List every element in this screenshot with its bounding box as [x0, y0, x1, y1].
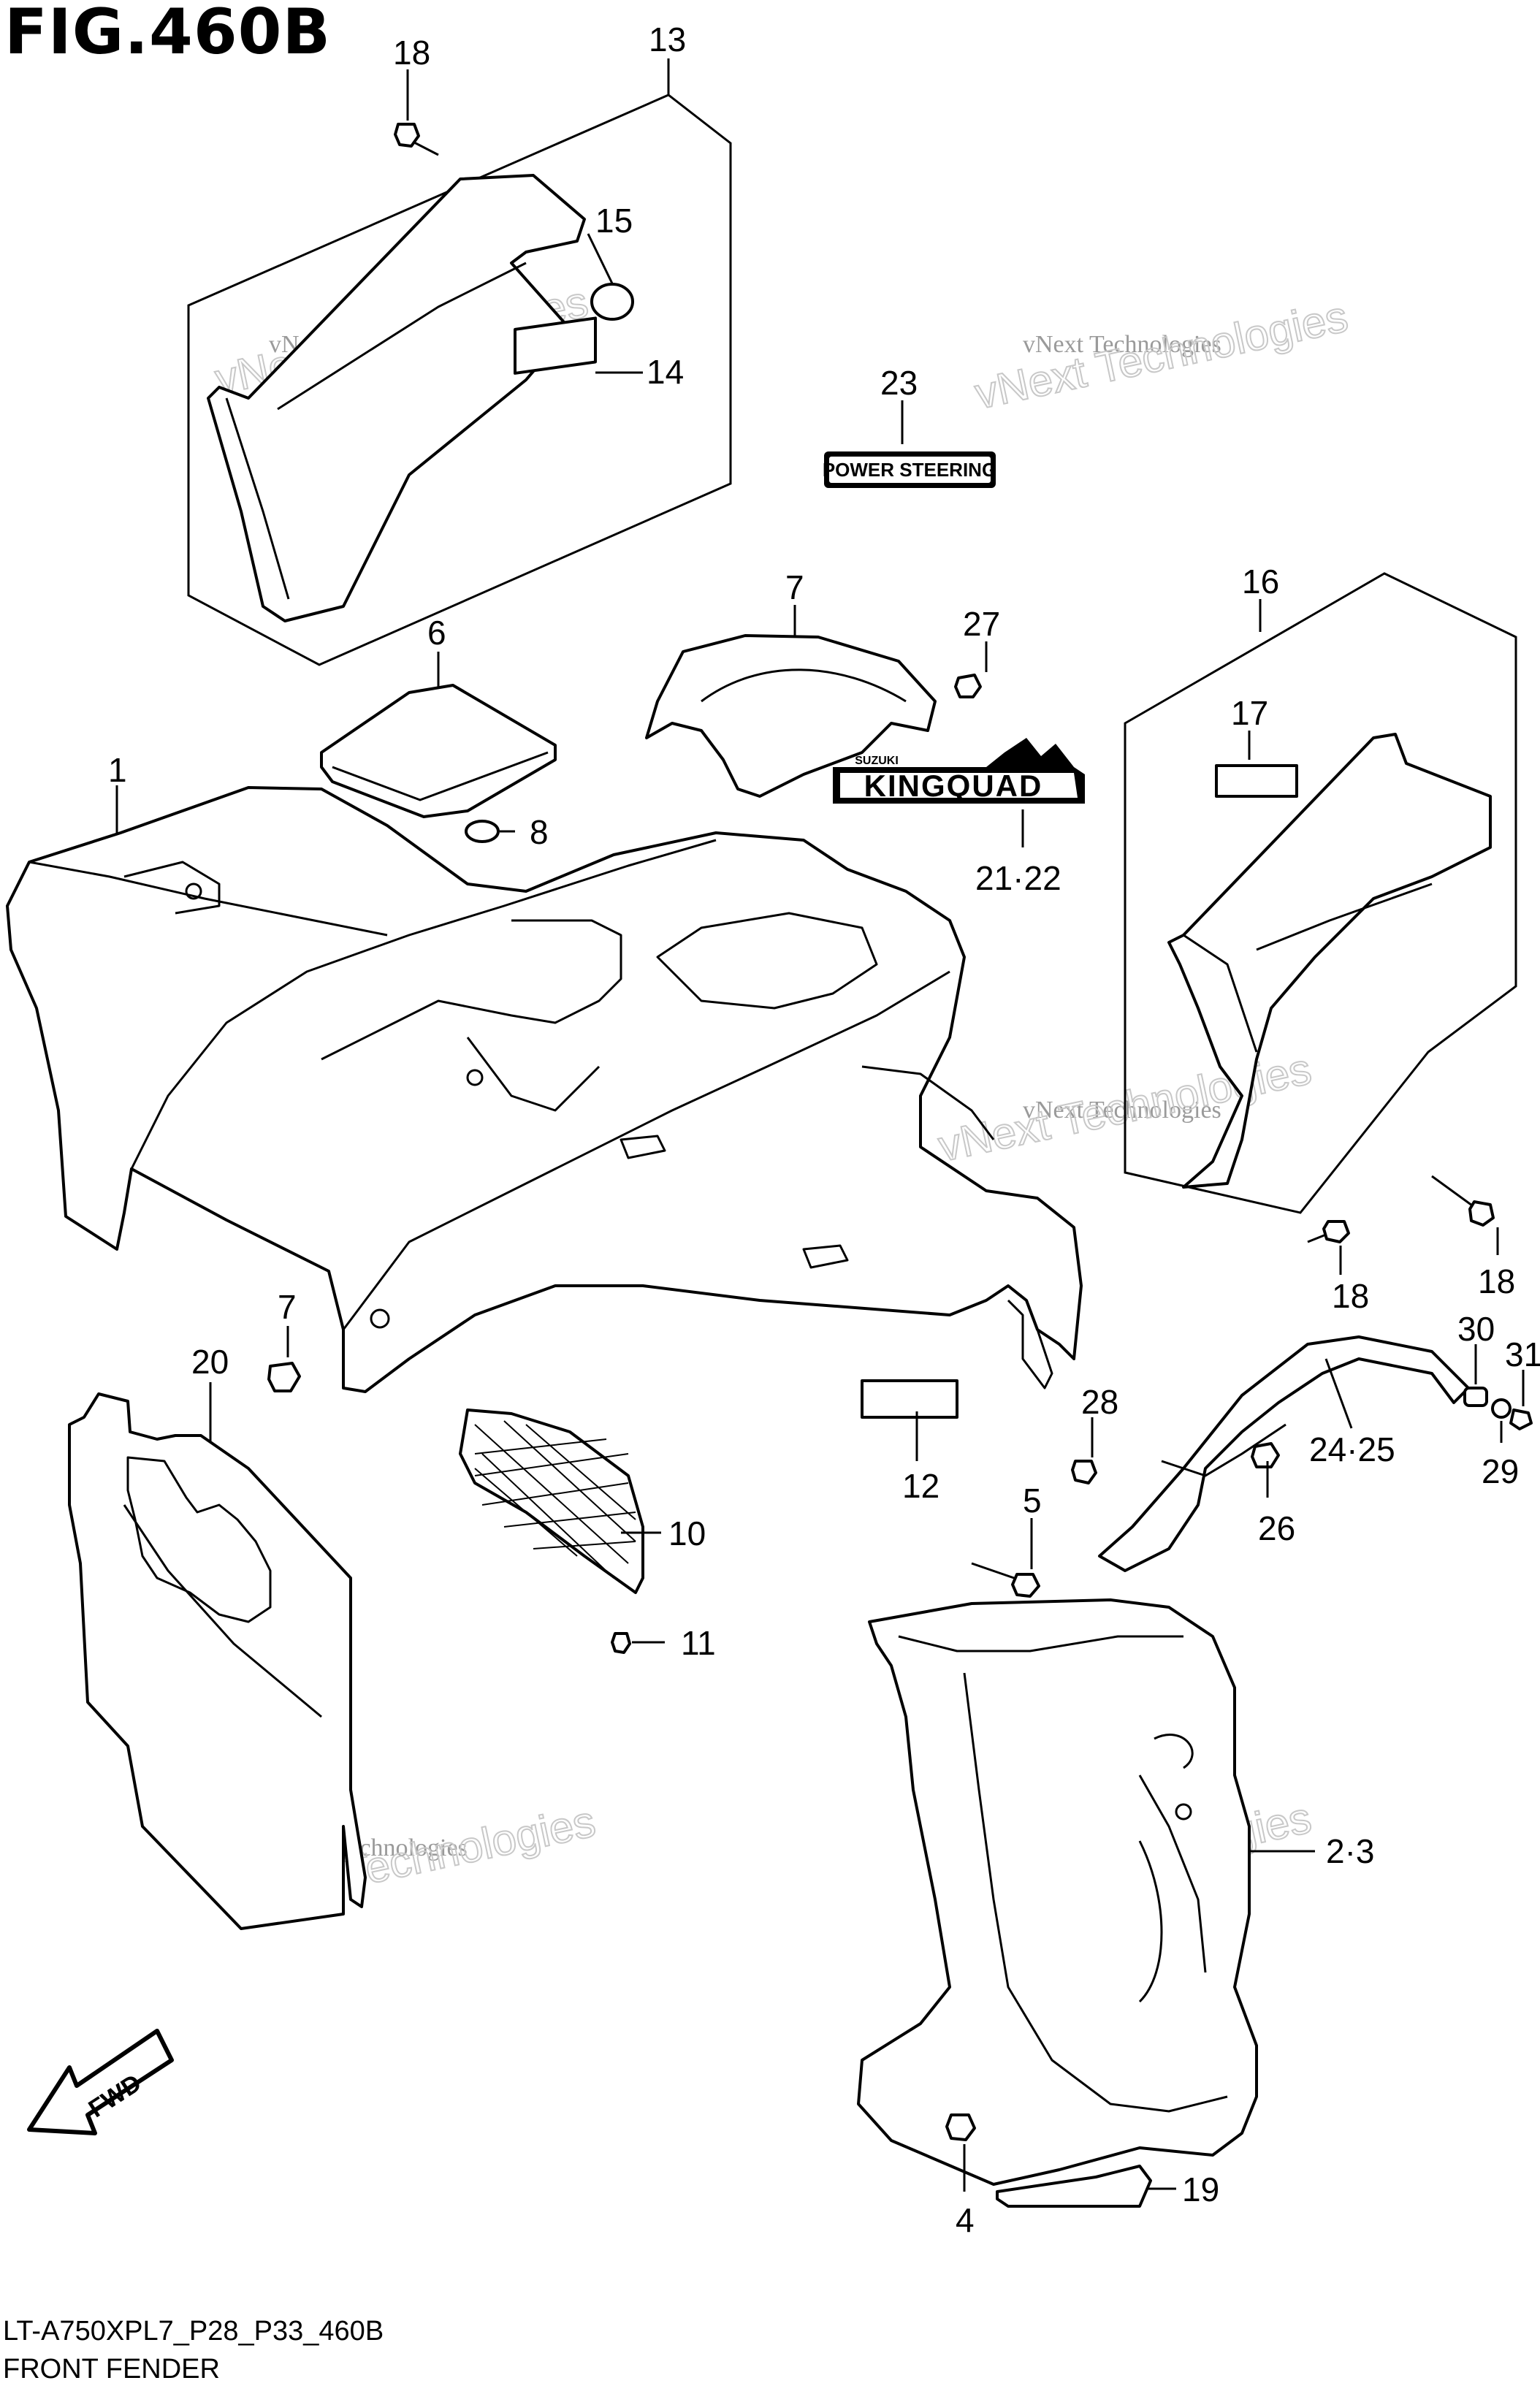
- kingquad-brand: SUZUKI: [855, 755, 899, 767]
- callout-24-25: 24·25: [1309, 1430, 1395, 1468]
- bolt-18-right: [1468, 1200, 1495, 1227]
- callout-18: 18: [393, 34, 430, 72]
- callout-19: 19: [1182, 2170, 1219, 2208]
- callout-10: 10: [668, 1514, 706, 1552]
- callout-8: 7: [278, 1288, 297, 1326]
- sponge-17: [1215, 764, 1298, 798]
- callout-16: 16: [1242, 563, 1279, 601]
- assembly-outline-16: [1124, 572, 1517, 1214]
- callout-14: 14: [647, 353, 684, 391]
- decal-kingquad-21-22: KINGQUAD SUZUKI: [833, 738, 1085, 847]
- callout-27: 27: [963, 605, 1000, 643]
- callout-5: 5: [1023, 1482, 1042, 1520]
- power-steering-label: POWER STEERING: [823, 459, 996, 481]
- figure-title: FIG.460B: [4, 0, 332, 69]
- callout-23: 23: [880, 364, 918, 402]
- collar-30: [1463, 1387, 1488, 1407]
- front-fender-1: [6, 785, 1083, 1393]
- callout-28: 28: [1081, 1383, 1118, 1421]
- bolt-18-top: [394, 123, 420, 148]
- callout-18: 18: [1332, 1277, 1369, 1315]
- bolt-11: [611, 1632, 631, 1654]
- callout-21-22: 21·22: [975, 859, 1061, 897]
- sponge-12: [861, 1379, 958, 1419]
- callout-6: 6: [427, 614, 446, 652]
- washer-29: [1491, 1398, 1512, 1419]
- watermark-small: vNext Technologies: [1023, 331, 1221, 358]
- callout-labels: 18 13 15 14 23 7 27 6 16 17 1 8 21·22 18…: [108, 20, 1540, 2239]
- model-code: LT-A750XPL7_P28_P33_460B: [3, 2316, 384, 2347]
- bolt-26: [1251, 1442, 1280, 1468]
- bolt-18-center: [1322, 1220, 1350, 1243]
- bolt-5: [1011, 1573, 1040, 1598]
- callout-26: 26: [1258, 1509, 1295, 1547]
- kingquad-label: KINGQUAD: [864, 769, 1043, 803]
- bolt-27: [954, 674, 982, 698]
- inner-panel-right: [1167, 733, 1492, 1189]
- callout-17: 17: [1231, 694, 1268, 732]
- callout-9: 8: [530, 813, 549, 851]
- bolt-8: [267, 1362, 301, 1392]
- front-cover-7: [645, 605, 937, 798]
- watermark-small: vNext Technologies: [1023, 1097, 1221, 1124]
- sponge-19: [996, 2165, 1152, 2208]
- inner-fender-2-3: [857, 1598, 1315, 2186]
- callout-15: 15: [595, 202, 633, 240]
- sponge-14: [514, 316, 597, 375]
- grommet-9: [465, 820, 500, 843]
- assembly-box-16: [1124, 572, 1517, 1214]
- callout-29: 29: [1482, 1452, 1519, 1490]
- bolt-31: [1509, 1408, 1533, 1430]
- callout-11: 11: [681, 1624, 716, 1662]
- bolt-4: [945, 2113, 976, 2141]
- callout-12: 12: [902, 1467, 939, 1505]
- forward-arrow: FWD: [27, 2029, 174, 2135]
- inner-panel-left: [207, 174, 586, 622]
- callout-30: 30: [1457, 1310, 1495, 1348]
- callout-13: 13: [649, 20, 686, 58]
- callout-18: 18: [1478, 1262, 1515, 1300]
- grille-10: [459, 1408, 661, 1594]
- callout-31: 31: [1505, 1335, 1540, 1373]
- cover-6: [320, 652, 557, 818]
- callout-1: 1: [108, 751, 127, 789]
- callout-2-3: 2·3: [1326, 1832, 1374, 1870]
- callout-20: 20: [191, 1343, 229, 1381]
- callout-4: 4: [956, 2201, 975, 2239]
- assembly-box-13: [187, 58, 732, 666]
- callout-7: 7: [785, 568, 804, 606]
- cushion-15: [590, 283, 634, 321]
- decal-power-steering-23: POWER STEERING: [823, 400, 996, 488]
- splash-guard-20: [68, 1382, 367, 1930]
- figure-caption: FRONT FENDER: [3, 2354, 220, 2385]
- bracket-24-25: [1098, 1335, 1470, 1572]
- bolt-28: [1071, 1460, 1097, 1484]
